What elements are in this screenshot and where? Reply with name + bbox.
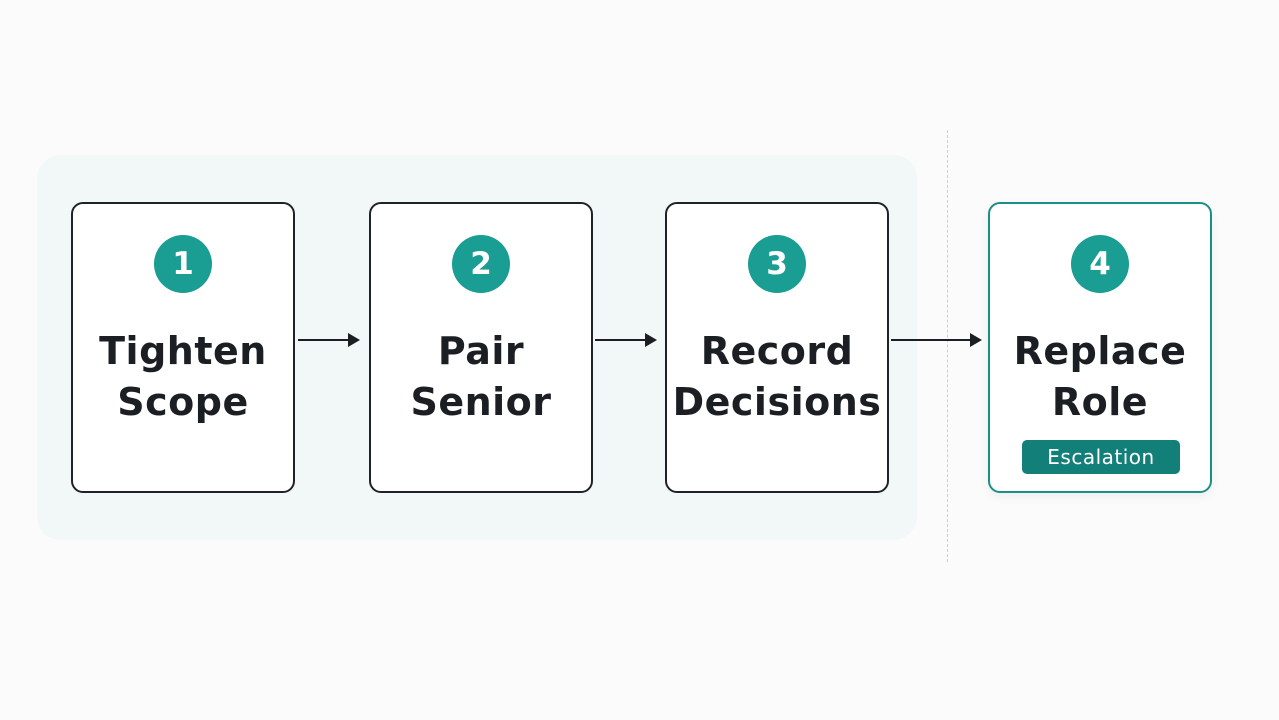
step-title: Pair Senior xyxy=(371,326,591,428)
arrowhead-3-4 xyxy=(970,333,982,347)
escalation-badge: Escalation xyxy=(1022,440,1180,474)
step-number-badge: 2 xyxy=(452,235,510,293)
step-card-2: 2 Pair Senior xyxy=(369,202,593,493)
step-card-4: 4 Replace Role Escalation xyxy=(988,202,1212,493)
step-title-line: Tighten xyxy=(99,329,267,373)
step-title: Replace Role xyxy=(990,326,1210,428)
step-title-line: Role xyxy=(1051,380,1149,424)
step-title-line: Scope xyxy=(117,380,249,424)
escalation-divider xyxy=(947,130,948,562)
step-title-line: Record xyxy=(700,329,854,373)
step-title-line: Pair xyxy=(437,329,525,373)
step-card-1: 1 Tighten Scope xyxy=(71,202,295,493)
step-title: Record Decisions xyxy=(667,326,887,428)
step-number-badge: 3 xyxy=(748,235,806,293)
step-title-line: Decisions xyxy=(672,380,882,424)
step-number-badge: 4 xyxy=(1071,235,1129,293)
step-title: Tighten Scope xyxy=(73,326,293,428)
step-number-badge: 1 xyxy=(154,235,212,293)
step-title-line: Replace xyxy=(1013,329,1187,373)
step-card-3: 3 Record Decisions xyxy=(665,202,889,493)
step-title-line: Senior xyxy=(410,380,552,424)
